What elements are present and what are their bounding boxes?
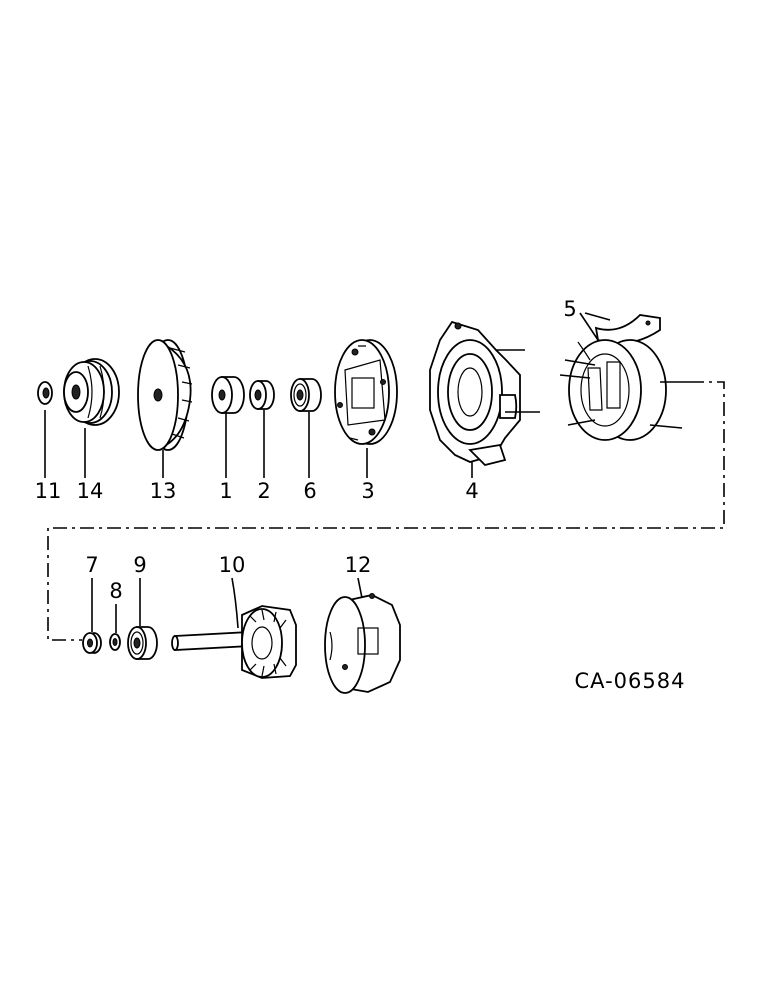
label-1: 1 <box>219 479 232 503</box>
part-11-washer <box>37 381 53 478</box>
part-8-ring <box>109 604 121 651</box>
part-6-bearing <box>290 378 322 478</box>
part-9-bearing <box>127 578 158 660</box>
label-10: 10 <box>219 553 246 577</box>
bottom-row-labels: 7 8 9 10 12 <box>85 553 371 603</box>
label-14: 14 <box>77 479 104 503</box>
label-5: 5 <box>563 297 576 321</box>
label-8: 8 <box>109 579 122 603</box>
label-9: 9 <box>133 553 146 577</box>
part-4-drive-end-housing <box>429 320 540 478</box>
part-1-spacer <box>211 376 245 478</box>
assembly-connector-line <box>47 381 725 641</box>
label-2: 2 <box>257 479 270 503</box>
part-13-fan <box>137 339 193 478</box>
drawing-code: CA-06584 <box>575 669 686 693</box>
part-7-retainer <box>82 578 102 654</box>
part-12-slip-ring-end-housing <box>324 577 401 694</box>
part-5-stator-slip-frame <box>559 312 690 441</box>
label-13: 13 <box>150 479 177 503</box>
part-3-retainer-plate <box>334 339 398 478</box>
label-7: 7 <box>85 553 98 577</box>
label-11: 11 <box>35 479 62 503</box>
label-12: 12 <box>345 553 372 577</box>
part-10-rotor <box>171 577 297 679</box>
label-3: 3 <box>361 479 374 503</box>
label-6: 6 <box>303 479 316 503</box>
label-4: 4 <box>465 479 478 503</box>
part-14-pulley <box>63 358 120 478</box>
part-2-collar <box>249 380 275 478</box>
top-row-labels: 11 14 13 1 2 6 3 4 5 <box>35 297 577 503</box>
